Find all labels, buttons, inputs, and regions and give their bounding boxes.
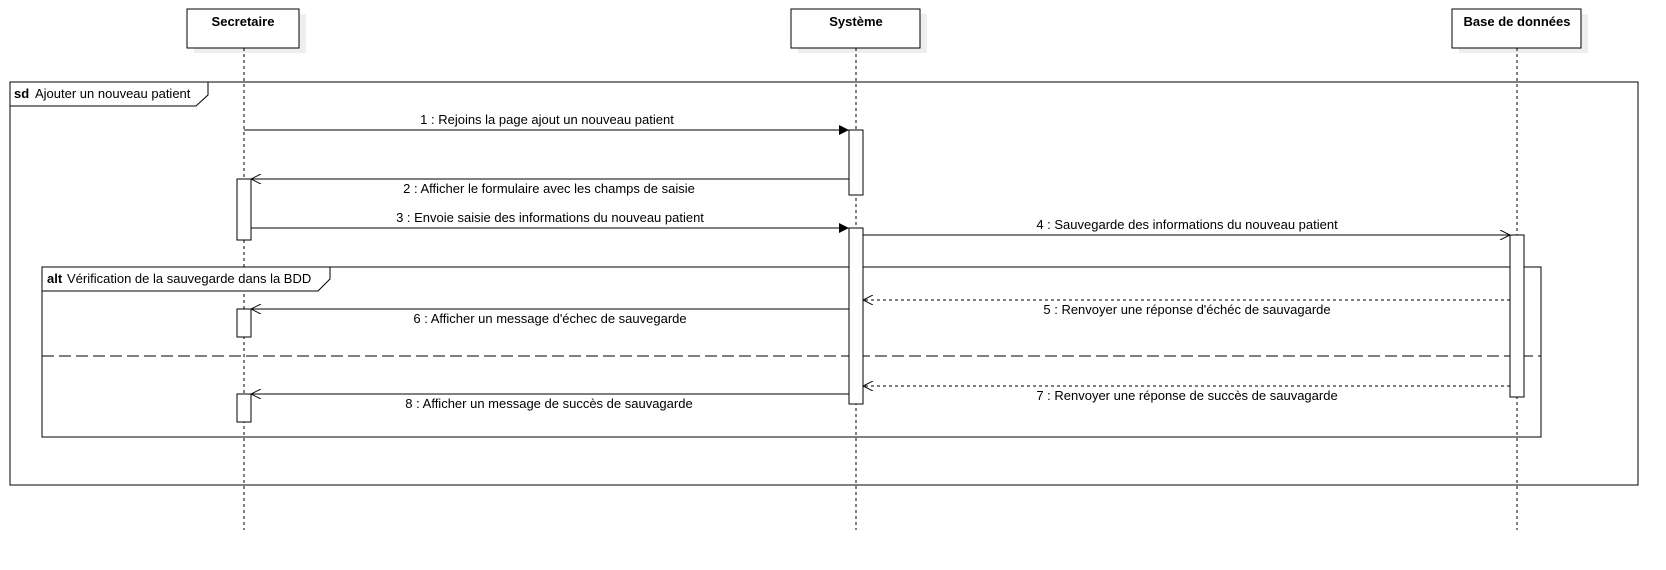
participant-bdd: Base de données	[1451, 8, 1588, 53]
message-4-label: 4 : Sauvegarde des informations du nouve…	[1036, 217, 1338, 232]
sd-frame-keyword: sd	[14, 86, 29, 101]
message-5-label: 5 : Renvoyer une réponse d'échéc de sauv…	[1043, 302, 1330, 317]
message-7-label: 7 : Renvoyer une réponse de succès de sa…	[1036, 388, 1337, 403]
message-6: 6 : Afficher un message d'échec de sauve…	[251, 309, 849, 326]
message-7: 7 : Renvoyer une réponse de succès de sa…	[863, 386, 1510, 403]
sd-frame: sd Ajouter un nouveau patient	[9, 81, 1639, 486]
message-6-label: 6 : Afficher un message d'échec de sauve…	[413, 311, 686, 326]
activation-secretaire-2	[236, 308, 252, 338]
message-4: 4 : Sauvegarde des informations du nouve…	[863, 217, 1510, 235]
activation-systeme-1	[848, 129, 864, 196]
message-1: 1 : Rejoins la page ajout un nouveau pat…	[244, 112, 849, 135]
message-3: 3 : Envoie saisie des informations du no…	[251, 210, 849, 233]
participant-systeme-label: Système	[829, 14, 882, 29]
message-1-label: 1 : Rejoins la page ajout un nouveau pat…	[420, 112, 674, 127]
participant-bdd-label: Base de données	[1464, 14, 1571, 29]
activation-systeme-2	[848, 227, 864, 405]
participant-secretaire-label: Secretaire	[212, 14, 275, 29]
message-3-label: 3 : Envoie saisie des informations du no…	[396, 210, 704, 225]
sd-frame-title: Ajouter un nouveau patient	[35, 86, 191, 101]
message-2: 2 : Afficher le formulaire avec les cham…	[251, 179, 849, 196]
message-5: 5 : Renvoyer une réponse d'échéc de sauv…	[863, 300, 1510, 317]
message-8-label: 8 : Afficher un message de succès de sau…	[405, 396, 692, 411]
activation-secretaire-3	[236, 393, 252, 423]
activation-bdd-1	[1509, 234, 1525, 398]
participant-systeme: Système	[790, 8, 927, 53]
participant-secretaire: Secretaire	[186, 8, 306, 53]
alt-frame-keyword: alt	[47, 271, 63, 286]
alt-frame: alt Vérification de la sauvegarde dans l…	[41, 266, 1542, 438]
activation-secretaire-1	[236, 178, 252, 241]
message-2-label: 2 : Afficher le formulaire avec les cham…	[403, 181, 695, 196]
alt-frame-title: Vérification de la sauvegarde dans la BD…	[67, 271, 311, 286]
message-8: 8 : Afficher un message de succès de sau…	[251, 394, 849, 411]
